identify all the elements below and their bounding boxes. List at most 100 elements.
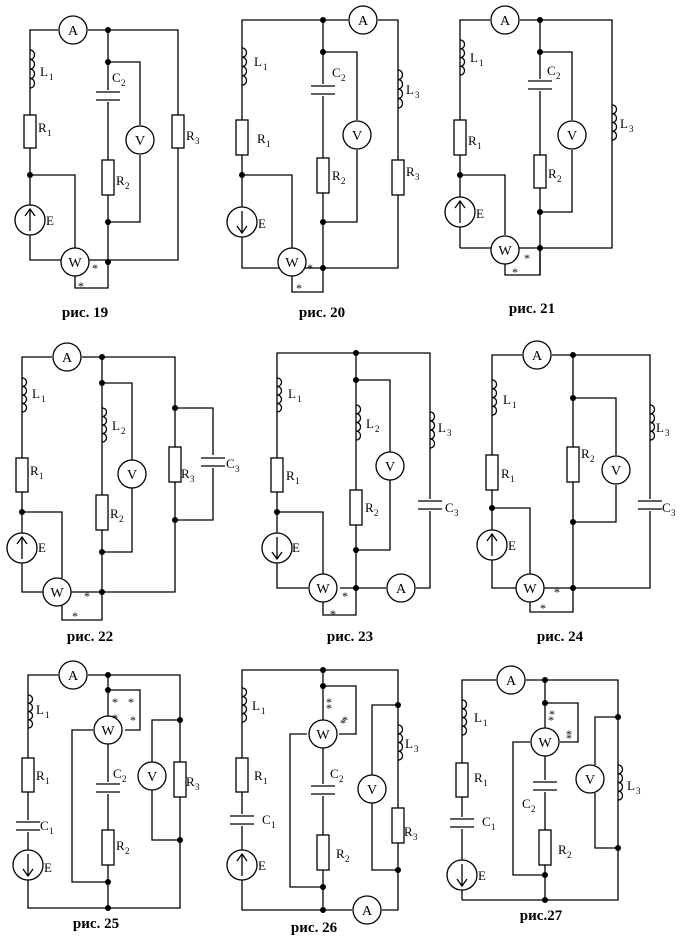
junction-node (274, 509, 280, 515)
ammeter-circle (348, 5, 378, 35)
wattmeter-circle (490, 235, 520, 265)
inductor-coil (617, 764, 624, 801)
resistor-label-letter: R (254, 768, 263, 783)
wire (289, 733, 323, 888)
resistor-body (270, 457, 284, 493)
wire (277, 511, 324, 575)
junction-node (537, 17, 543, 23)
wire (29, 29, 179, 261)
junction-node (542, 897, 548, 903)
wattmeter-terminal-mark: * (554, 585, 560, 599)
wattmeter-circle (42, 577, 72, 607)
inductor-coil (21, 377, 28, 413)
ammeter: A (58, 15, 88, 45)
voltmeter-letter: V (352, 129, 362, 144)
wire (504, 248, 541, 276)
resistor-body (455, 762, 469, 798)
capacitor-label-subscript: 2 (122, 774, 127, 784)
wattmeter: W (308, 719, 338, 749)
wattmeter: W (308, 573, 338, 603)
wire (529, 588, 574, 613)
wattmeter-terminal-mark: * (330, 607, 336, 621)
capacitor-gap (417, 499, 443, 511)
wattmeter: W (530, 727, 560, 757)
junction-node (489, 505, 495, 511)
resistor-body (235, 757, 249, 793)
wattmeter-terminal-mark: * (340, 716, 346, 730)
resistor-label-letter: R (581, 446, 590, 461)
inductor-label-letter: L (254, 54, 262, 69)
source-label: E (258, 216, 266, 231)
voltmeter-letter: V (367, 783, 377, 798)
wire (175, 468, 214, 521)
wattmeter-circle (277, 247, 307, 277)
wire (322, 588, 357, 616)
capacitor-label-subscript: 3 (235, 464, 240, 474)
ammeter: A (496, 665, 526, 695)
wire (492, 507, 531, 575)
wattmeter-letter: W (101, 724, 115, 739)
resistor-label-letter: R (116, 173, 125, 188)
voltmeter-letter: V (567, 129, 577, 144)
ammeter: A (348, 5, 378, 35)
resistor-label-letter: R (257, 131, 266, 146)
wattmeter-letter: W (50, 586, 64, 601)
junction-node (570, 585, 576, 591)
resistor-body (566, 446, 580, 483)
voltmeter-circle (137, 761, 167, 791)
wattmeter-terminal-mark: * (84, 589, 90, 603)
wattmeter-terminal-mark: * (326, 701, 332, 715)
voltmeter: V (375, 451, 405, 481)
figure-caption: рис. 26 (291, 920, 338, 936)
resistor-label-subscript: 1 (510, 474, 515, 484)
voltmeter-circle (575, 764, 605, 794)
resistor-label-letter: R (404, 824, 413, 839)
ammeter-circle (386, 573, 416, 603)
inductor-label-letter: L (32, 386, 40, 401)
junction-node (105, 219, 111, 225)
wattmeter-terminal-mark: * (549, 707, 555, 721)
junction-node (99, 549, 105, 555)
resistor-label-letter: R (365, 500, 374, 515)
resistor-label-subscript: 2 (125, 181, 130, 191)
resistor-label-subscript: 2 (557, 174, 562, 184)
capacitor-label-subscript: 2 (556, 71, 561, 81)
inductor-label-letter: L (470, 50, 478, 65)
inductor-label-letter: L (366, 416, 374, 431)
wattmeter-terminal-mark: * (540, 601, 546, 615)
ammeter-letter: A (68, 24, 79, 39)
resistor-label-subscript: 1 (266, 139, 271, 149)
resistor-label-letter: R (501, 466, 510, 481)
wire (356, 379, 391, 452)
inductor-coil (461, 699, 468, 736)
source-arrow-head (236, 852, 248, 862)
inductor-label-letter: L (627, 778, 635, 793)
resistor-label-subscript: 3 (413, 832, 418, 842)
capacitor-label-letter: C (662, 500, 671, 515)
voltmeter-letter: V (585, 773, 595, 788)
voltage-source-E: E (476, 529, 516, 561)
resistor-body (538, 829, 552, 866)
junction-node (320, 667, 326, 673)
ammeter-letter: A (362, 904, 373, 919)
inductor-coil (355, 404, 362, 441)
inductor-coil (397, 724, 404, 761)
voltmeter: V (575, 764, 605, 794)
wattmeter-terminal-mark: * (512, 265, 518, 279)
ammeter: A (522, 340, 552, 370)
wattmeter-letter: W (68, 256, 82, 271)
resistor-body (235, 119, 249, 156)
junction-node (19, 509, 25, 515)
